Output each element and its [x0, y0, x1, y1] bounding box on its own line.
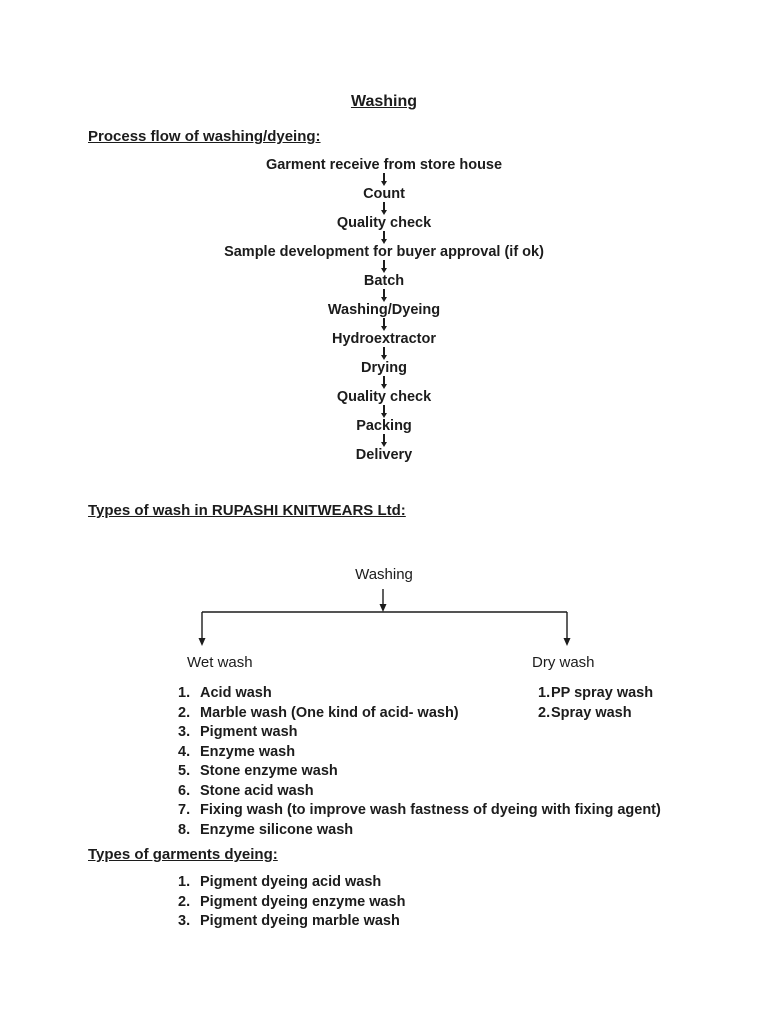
tree-connector: [198, 589, 571, 646]
list-item-label: Acid wash: [200, 685, 272, 701]
dry-wash-list: 1.PP spray wash 2.Spray wash: [538, 684, 653, 723]
list-item: 3. Pigment wash: [178, 723, 661, 743]
list-item-label: Pigment wash: [200, 724, 298, 740]
list-number: 1.: [178, 685, 191, 701]
list-number: 7.: [178, 802, 191, 818]
list-item: 5. Stone enzyme wash: [178, 762, 661, 782]
list-item-label: PP spray wash: [551, 685, 654, 701]
list-number: 3.: [178, 913, 191, 929]
page-title: Washing: [350, 93, 418, 110]
flow-step: Packing: [356, 418, 412, 434]
list-item-label: Fixing wash (to improve wash fastness of…: [200, 802, 661, 818]
down-arrow-icon: [381, 260, 387, 273]
list-item: 2.Spray wash: [538, 704, 653, 724]
list-item: 8. Enzyme silicone wash: [178, 821, 661, 841]
list-number: 6.: [178, 782, 191, 799]
tree-left-label: Wet wash: [187, 654, 253, 671]
flow-step: Drying: [361, 360, 407, 376]
list-number: 4.: [178, 743, 191, 760]
flow-step: Delivery: [355, 447, 413, 463]
list-item: 1. Pigment dyeing acid wash: [178, 873, 405, 893]
list-item-label: Enzyme wash: [200, 743, 296, 760]
flow-step: Garment receive from store house: [265, 157, 503, 173]
list-number: 2.: [178, 704, 191, 721]
process-flowchart: Garment receive from store house Count Q…: [0, 157, 768, 463]
list-item: 1. Acid wash: [178, 684, 661, 704]
down-arrow-icon: [381, 405, 387, 418]
down-arrow-icon: [381, 173, 387, 186]
flow-step: Quality check: [336, 389, 432, 405]
list-item-label: Pigment dyeing marble wash: [200, 913, 400, 929]
list-item-label: Marble wash (One kind of acid- wash): [200, 704, 459, 721]
types-of-wash-heading: Types of wash in RUPASHI KNITWEARS Ltd:: [88, 502, 406, 519]
down-arrow-icon: [381, 202, 387, 215]
down-arrow-icon: [381, 318, 387, 331]
list-number: 8.: [178, 821, 191, 838]
garments-dyeing-heading: Types of garments dyeing:: [88, 846, 278, 863]
list-item: 1.PP spray wash: [538, 684, 653, 704]
list-number: 5.: [178, 763, 191, 779]
list-item: 3. Pigment dyeing marble wash: [178, 912, 405, 932]
list-number: 2.: [538, 704, 551, 721]
tree-right-label: Dry wash: [532, 654, 595, 671]
list-item: 4. Enzyme wash: [178, 743, 661, 763]
list-item-label: Spray wash: [551, 704, 632, 721]
down-arrow-icon: [381, 231, 387, 244]
list-number: 1.: [178, 874, 191, 890]
list-item: 6. Stone acid wash: [178, 782, 661, 802]
flow-step: Quality check: [336, 215, 432, 231]
process-flow-heading: Process flow of washing/dyeing:: [88, 128, 321, 145]
list-item-label: Stone enzyme wash: [200, 763, 338, 779]
list-item-label: Pigment dyeing acid wash: [200, 874, 382, 890]
list-number: 3.: [178, 724, 191, 740]
down-arrow-icon: [381, 347, 387, 360]
garments-dyeing-list: 1. Pigment dyeing acid wash 2. Pigment dye…: [178, 873, 405, 932]
list-item-label: Stone acid wash: [200, 782, 314, 799]
list-item-label: Enzyme silicone wash: [200, 821, 354, 838]
list-number: 1.: [538, 685, 551, 701]
list-item: 2. Marble wash (One kind of acid- wash): [178, 704, 661, 724]
flow-step: Sample development for buyer approval (i…: [224, 244, 544, 260]
flow-step: Washing/Dyeing: [327, 302, 441, 318]
list-item: 7. Fixing wash (to improve wash fastness …: [178, 801, 661, 821]
wet-wash-list: 1. Acid wash 2. Marble wash (One kind of a…: [178, 684, 661, 840]
tree-root-label: Washing: [355, 566, 413, 583]
flow-step: Batch: [363, 273, 405, 289]
list-item: 2. Pigment dyeing enzyme wash: [178, 893, 405, 913]
down-arrow-icon: [381, 376, 387, 389]
flow-step: Hydroextractor: [332, 331, 436, 347]
down-arrow-icon: [381, 434, 387, 447]
list-item-label: Pigment dyeing enzyme wash: [200, 893, 406, 910]
flow-step: Count: [363, 186, 405, 202]
list-number: 2.: [178, 893, 191, 910]
down-arrow-icon: [381, 289, 387, 302]
